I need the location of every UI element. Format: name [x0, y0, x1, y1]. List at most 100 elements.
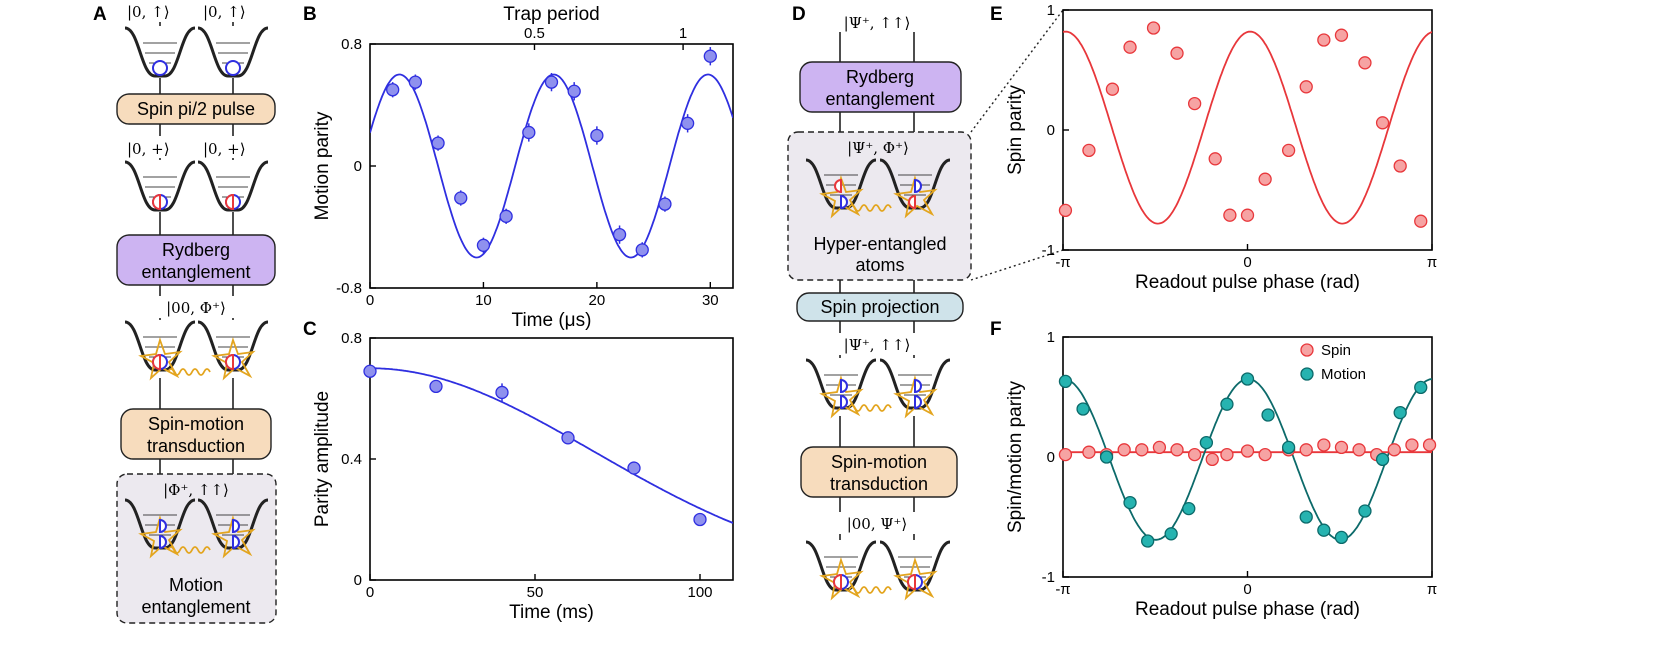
- data-point: [476, 238, 491, 252]
- spin-data-point: [1240, 444, 1255, 458]
- trap-well: [804, 540, 878, 600]
- data-point: [431, 136, 445, 150]
- transduction-box: [120, 408, 272, 460]
- x-tick-label: 50: [527, 584, 544, 601]
- x-tick-label: 0: [1243, 581, 1251, 598]
- motion-label: Motion: [169, 575, 223, 595]
- data-point: [1223, 208, 1237, 222]
- spin-data-point: [1387, 443, 1401, 457]
- spin-pulse-box: [116, 93, 276, 125]
- spin-data-point: [1334, 440, 1349, 455]
- state-label: |Ψ⁺, ↑↑⟩: [844, 14, 911, 32]
- rydberg-label: Rydberg: [846, 67, 914, 87]
- top-x-axis-title: Trap period: [503, 4, 599, 25]
- x-axis-title: Readout pulse phase (rad): [1135, 272, 1360, 293]
- spin-data-point: [1187, 447, 1202, 462]
- motion-data-point: [1141, 534, 1155, 548]
- motion-data-point: [1299, 510, 1313, 524]
- state-label: |Ψ⁺, Φ⁺⟩: [847, 139, 909, 157]
- rydberg-label: entanglement: [825, 89, 934, 109]
- coupling-spring: [848, 404, 892, 412]
- spin-pulse-label: Spin pi/2 pulse: [137, 99, 255, 119]
- x-tick-label: 20: [589, 292, 606, 309]
- data-point: [1258, 172, 1272, 186]
- legend-marker: [1300, 367, 1314, 381]
- panel-d: D |Ψ⁺, ↑↑⟩ Rydberg entanglement |Ψ⁺, Φ⁺⟩…: [787, 4, 972, 600]
- x-tick-label: 30: [702, 292, 719, 309]
- motion-data-point: [1240, 372, 1255, 386]
- trap-well: [196, 320, 270, 379]
- y-axis-title: Parity amplitude: [312, 391, 333, 527]
- motion-data-point: [1317, 523, 1331, 537]
- data-point: [1317, 33, 1331, 47]
- transduction-label: Spin-motion: [831, 452, 927, 472]
- data-point: [1123, 40, 1137, 54]
- x-tick-label: 0: [1243, 254, 1251, 271]
- rydberg-box: [799, 61, 962, 113]
- x-tick-label: π: [1427, 581, 1437, 598]
- data-point: [590, 128, 604, 143]
- motion-data-point: [1334, 530, 1349, 545]
- transduction-label: Spin-motion: [148, 414, 244, 434]
- data-point: [658, 197, 672, 211]
- trap-well: [196, 26, 270, 78]
- panel-letter-a: A: [93, 4, 107, 25]
- spin-data-point: [1258, 447, 1272, 462]
- y-tick-label: -1: [1042, 242, 1055, 259]
- spin-data-point: [1422, 438, 1437, 452]
- data-point: [612, 227, 627, 242]
- spin-data-point: [1317, 438, 1331, 452]
- coupling-spring: [848, 586, 892, 594]
- data-point: [1414, 214, 1428, 228]
- trap-well: [804, 358, 878, 417]
- data-point: [1105, 82, 1120, 96]
- spin-data-point: [1299, 443, 1313, 457]
- motion-data-point: [1164, 527, 1178, 541]
- y-tick-label: -0.8: [336, 280, 362, 297]
- data-point: [408, 75, 423, 89]
- y-tick-label: 0.8: [341, 36, 362, 53]
- spin-data-point: [1135, 443, 1149, 457]
- data-point: [703, 49, 717, 63]
- motion-data-point: [1099, 450, 1114, 464]
- motion-data-point: [1076, 402, 1090, 416]
- transduction-label: transduction: [147, 436, 245, 456]
- hyper-entangled-box: [787, 131, 972, 281]
- panel-a: A |0, ↑⟩ |0, ↑⟩ Spin pi/2 pulse |0, +⟩ |…: [93, 3, 277, 624]
- x-tick-label: π: [1427, 254, 1437, 271]
- spin-data-point: [1082, 445, 1096, 459]
- legend-label: Motion: [1321, 366, 1366, 383]
- y-tick-label: 0: [1047, 122, 1055, 139]
- motion-data-point: [1358, 504, 1372, 518]
- state-label: |00, Ψ⁺⟩: [847, 515, 908, 533]
- coupling-spring: [848, 204, 892, 212]
- x-tick-label: 10: [475, 292, 492, 309]
- trap-well: [878, 540, 952, 600]
- spin-data-point: [1117, 443, 1131, 457]
- data-point: [454, 191, 468, 205]
- y-tick-label: 0.8: [341, 330, 362, 347]
- panel-letter-c: C: [303, 319, 317, 340]
- data-point: [1058, 203, 1073, 218]
- motion-data-point: [1220, 397, 1234, 411]
- data-point: [522, 125, 536, 140]
- hyper-label: atoms: [855, 255, 904, 275]
- data-point: [627, 461, 641, 475]
- state-label: |Ψ⁺, ↑↑⟩: [844, 336, 911, 354]
- data-point: [1146, 21, 1161, 35]
- x-tick-label: -π: [1055, 254, 1070, 271]
- data-point: [1240, 208, 1255, 222]
- x-tick-label: 0: [366, 584, 374, 601]
- fit-curve: [1063, 30, 1432, 225]
- hyper-label: Hyper-entangled: [813, 234, 946, 254]
- x-axis-title: Readout pulse phase (rad): [1135, 599, 1360, 620]
- motion-data-point: [1123, 495, 1137, 510]
- panel-letter-f: F: [990, 319, 1002, 340]
- trap-well: [123, 160, 197, 212]
- motion-data-point: [1393, 405, 1407, 420]
